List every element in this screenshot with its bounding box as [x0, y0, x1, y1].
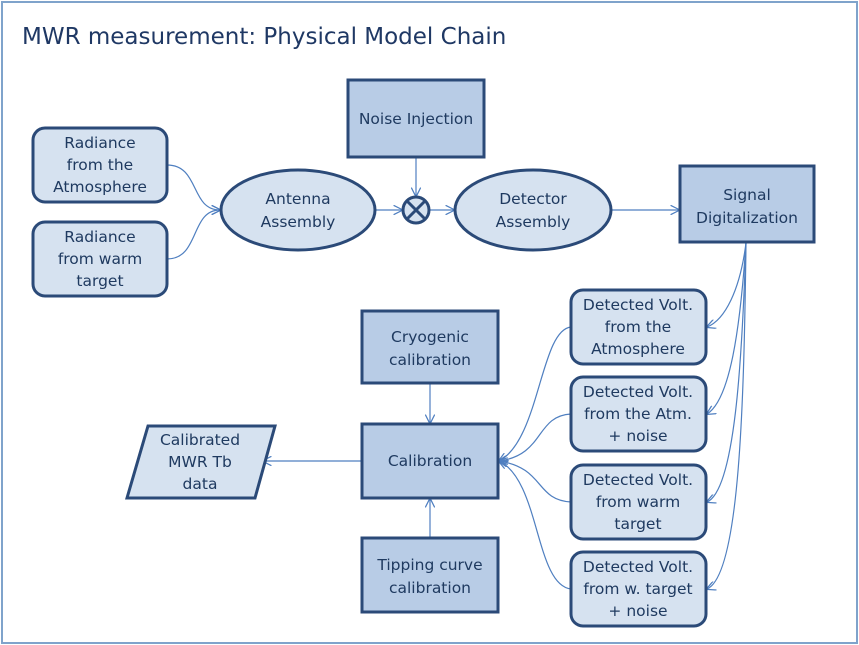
connector-signal-dv1: [707, 242, 747, 327]
connector-dv1-calibration: [499, 326, 572, 461]
svg-text:Noise Injection: Noise Injection: [359, 110, 473, 128]
node-detected-volt-warm-noise: Detected Volt.from w. target+ noise: [569, 550, 708, 628]
connector-dv3-calibration: [499, 461, 572, 503]
node-noise-injection: Noise Injection: [346, 78, 486, 159]
svg-text:Calibration: Calibration: [388, 452, 472, 470]
connector-dv4-calibration: [499, 461, 572, 590]
connector-signal-dv4: [707, 242, 747, 589]
node-calibration: Calibration: [360, 422, 500, 500]
connector-dv2-calibration: [499, 413, 572, 461]
connector-signal-dv3: [707, 242, 747, 502]
slide-title: MWR measurement: Physical Model Chain: [22, 24, 506, 50]
connectors: [166, 157, 747, 590]
connector-radiance-atm-antenna: [166, 164, 220, 210]
node-detected-volt-atmosphere-noise: Detected Volt.from the Atm.+ noise: [569, 375, 708, 453]
connector-radiance-warm-antenna: [166, 210, 220, 260]
connector-signal-dv2: [707, 242, 747, 414]
svg-text:Detected Volt.from w. target+: Detected Volt.from w. target+ noise: [583, 558, 693, 620]
svg-text:Detected Volt.from the Atm.+ n: Detected Volt.from the Atm.+ noise: [583, 383, 693, 445]
mixer-circle-x-icon: [401, 195, 431, 225]
